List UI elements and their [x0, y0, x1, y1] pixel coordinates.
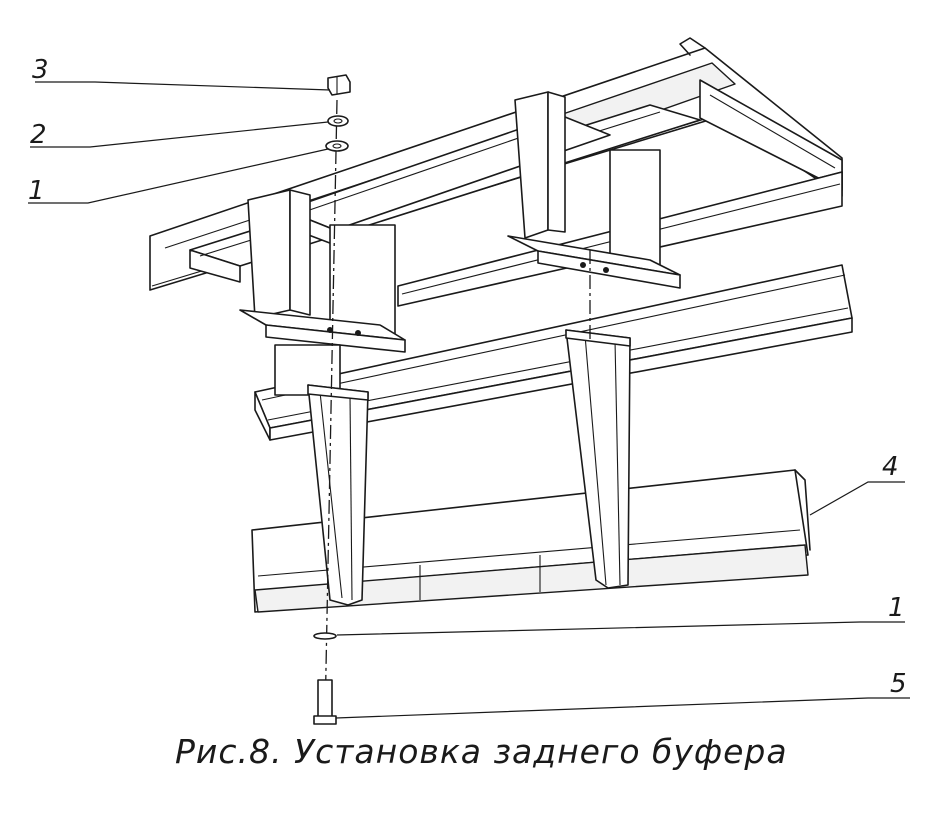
- strut-left: [307, 384, 369, 606]
- strut-right: [565, 329, 631, 589]
- bracket-right: [507, 91, 681, 289]
- nut-3: [327, 74, 351, 96]
- fastener-axis-left: [324, 99, 338, 721]
- bracket-left: [239, 189, 406, 353]
- figure-caption: Рис.8. Установка заднего буфера: [175, 732, 788, 771]
- callout-5: 5: [890, 669, 907, 699]
- callout-3: 3: [32, 55, 49, 85]
- callout-leaders: [28, 81, 910, 719]
- washer-1-lower: [313, 632, 337, 640]
- lock-washer-2: [327, 115, 349, 127]
- callout-1-top: 1: [28, 176, 45, 206]
- washer-1-upper: [325, 140, 349, 152]
- callout-1-bottom: 1: [888, 593, 905, 623]
- rear-bumper: [251, 469, 811, 613]
- bolt-5: [313, 679, 337, 725]
- middle-beam: [254, 264, 853, 441]
- callout-2: 2: [30, 120, 47, 150]
- callout-4: 4: [882, 452, 899, 482]
